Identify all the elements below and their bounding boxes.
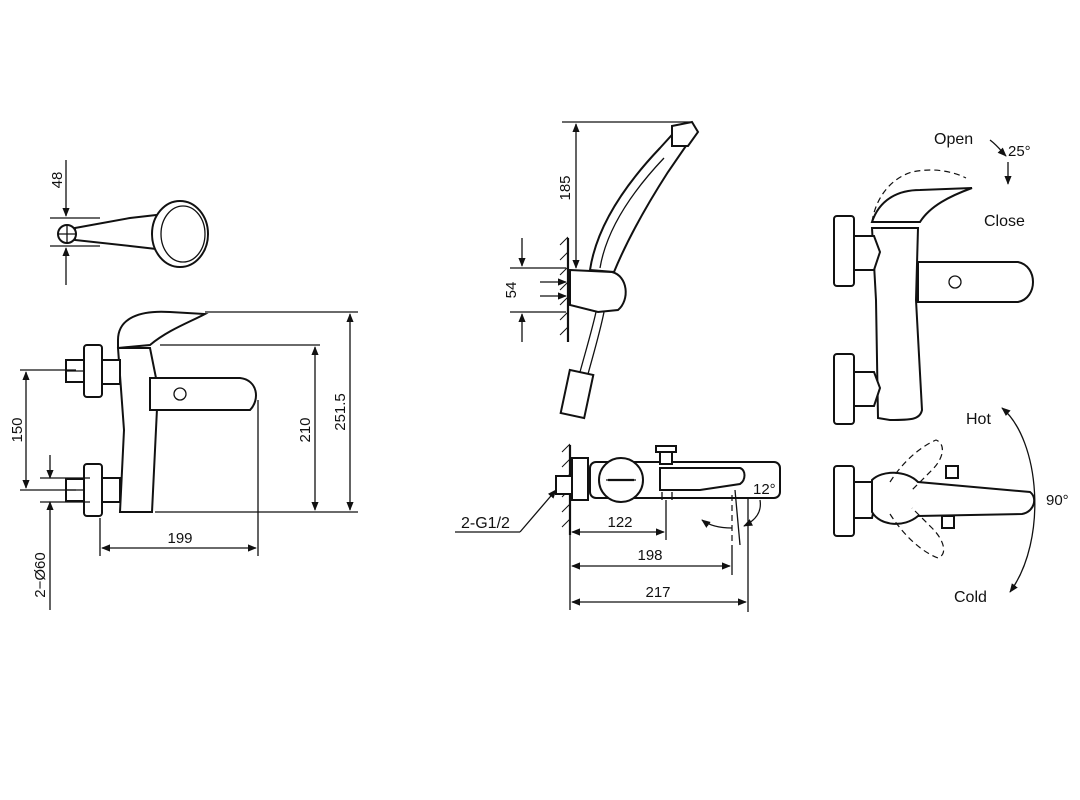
- label-2-g1-2: 2-G1/2: [461, 515, 510, 532]
- dim-54: 54: [503, 282, 520, 299]
- angle-12: 12°: [753, 481, 776, 498]
- dim-2-phi60: 2−Ø60: [32, 552, 49, 597]
- dim-122: 122: [607, 514, 632, 531]
- top-view: 48: [49, 160, 209, 285]
- side-view: 2-G1/2 12° 122 198 217: [455, 443, 781, 612]
- label-hot: Hot: [966, 411, 991, 428]
- angle-25: 25°: [1008, 143, 1031, 160]
- label-cold: Cold: [954, 589, 987, 606]
- open-close-view: Open 25° Close: [833, 131, 1034, 425]
- angle-90: 90°: [1046, 492, 1069, 509]
- dim-198: 198: [637, 547, 662, 564]
- dim-199: 199: [167, 530, 192, 547]
- dim-48: 48: [49, 172, 66, 189]
- hot-cold-view: Hot 90° Cold: [833, 407, 1069, 606]
- label-close: Close: [984, 213, 1025, 230]
- front-view: 150 2−Ø60 210 251.5 199: [9, 310, 358, 610]
- hand-shower-view: 185 54: [503, 120, 700, 420]
- dim-251-5: 251.5: [332, 393, 349, 431]
- dim-217: 217: [645, 584, 670, 601]
- dim-210: 210: [297, 417, 314, 442]
- label-open: Open: [934, 131, 973, 148]
- dim-150: 150: [9, 417, 26, 442]
- dim-185: 185: [557, 175, 574, 200]
